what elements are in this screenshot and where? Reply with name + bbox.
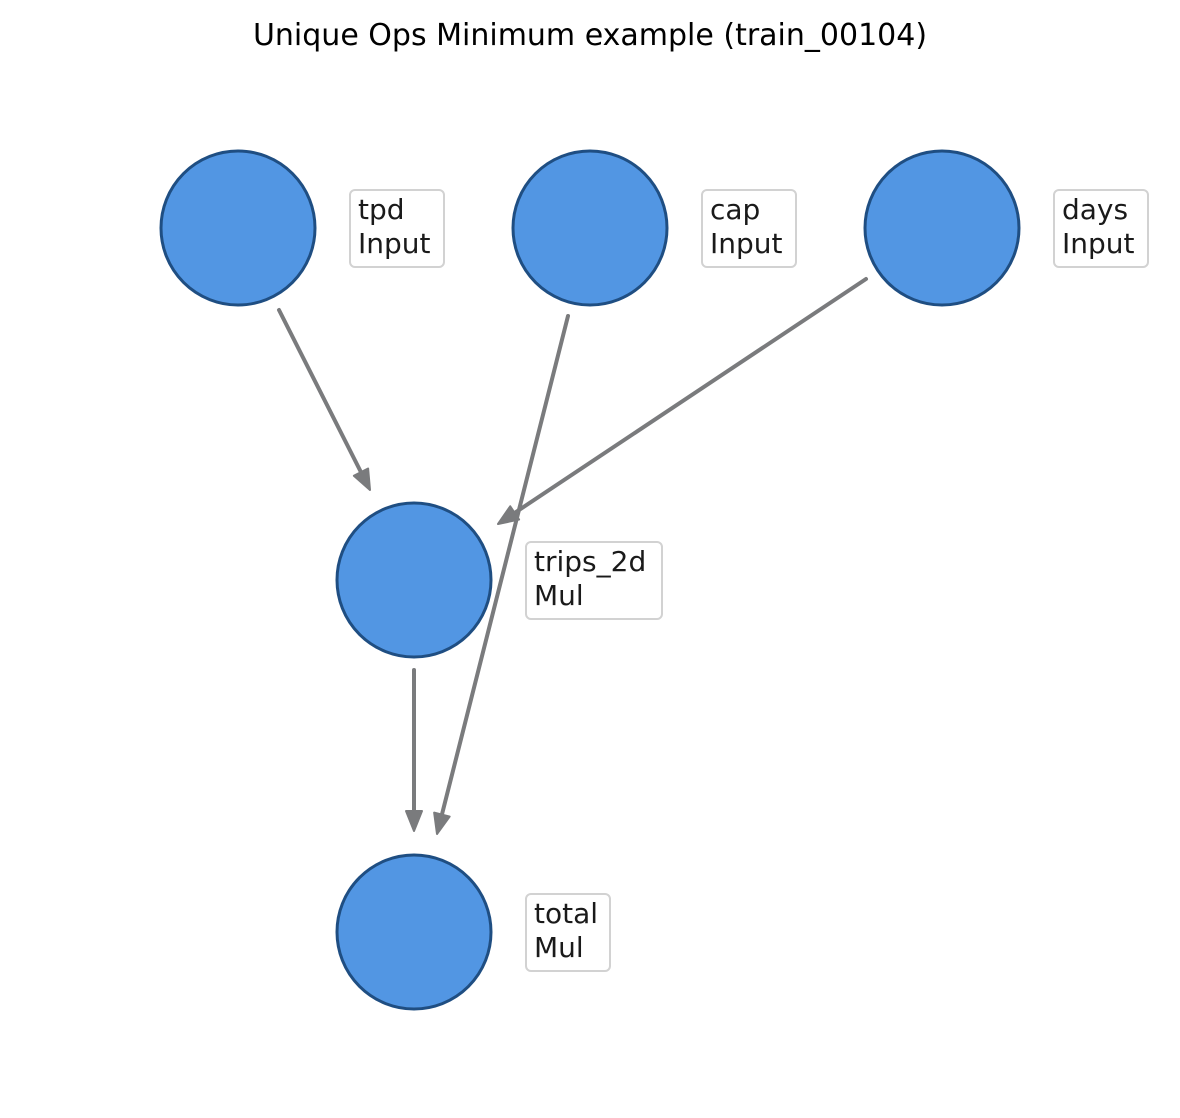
node-label-box <box>1053 189 1149 268</box>
edge-trips_2d-to-total <box>405 668 423 832</box>
node-name-label: tpd <box>358 193 405 226</box>
node-name-label: days <box>1062 193 1128 226</box>
edges-layer <box>277 277 868 835</box>
node-label-box <box>525 893 611 972</box>
edge-line <box>509 277 868 518</box>
node-circle <box>335 853 493 1011</box>
edge-line <box>438 314 570 821</box>
edge-cap-to-total <box>433 314 570 835</box>
node-op-label: Input <box>358 227 431 260</box>
node-circle <box>511 149 669 307</box>
node-label-box <box>525 541 663 620</box>
node-op-label: Mul <box>534 579 584 612</box>
node-op-label: Input <box>710 227 783 260</box>
edge-tpd-to-trips_2d <box>277 308 371 491</box>
arrowhead-icon <box>352 467 371 491</box>
node-name-label: total <box>534 897 598 930</box>
nodes-layer: tpdInputcapInputdaysInputtrips_2dMultota… <box>159 149 1149 1011</box>
node-label-box <box>701 189 797 268</box>
node-name-label: cap <box>710 193 760 226</box>
arrowhead-icon <box>497 505 521 525</box>
arrowhead-icon <box>433 811 451 835</box>
node-op-label: Input <box>1062 227 1135 260</box>
edge-line <box>277 308 365 478</box>
node-name-label: trips_2d <box>534 545 646 578</box>
node-circle <box>863 149 1021 307</box>
node-circle <box>159 149 317 307</box>
node-label-box <box>349 189 445 268</box>
diagram-title: Unique Ops Minimum example (train_00104) <box>253 18 927 53</box>
node-circle <box>335 501 493 659</box>
edge-days-to-trips_2d <box>497 277 868 525</box>
arrowhead-icon <box>405 810 423 832</box>
node-op-label: Mul <box>534 931 584 964</box>
